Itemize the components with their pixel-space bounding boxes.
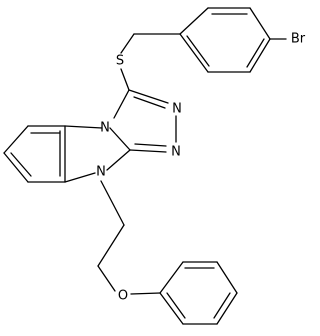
bond bbox=[130, 292, 161, 295]
bond bbox=[120, 33, 135, 54]
bond bbox=[159, 261, 184, 294]
bond bbox=[10, 152, 32, 177]
bond bbox=[97, 265, 116, 292]
bond bbox=[249, 7, 271, 40]
atom-label-n: N bbox=[171, 145, 181, 160]
bond bbox=[129, 149, 167, 153]
bond bbox=[159, 292, 184, 325]
atom-label-n: N bbox=[100, 121, 110, 136]
bond bbox=[179, 7, 209, 35]
bond bbox=[100, 180, 125, 226]
bond bbox=[246, 38, 265, 68]
atom-label-s: S bbox=[116, 54, 124, 69]
bond bbox=[216, 292, 238, 325]
bond bbox=[128, 89, 169, 104]
bond bbox=[109, 127, 131, 151]
bond bbox=[64, 172, 96, 183]
bond bbox=[134, 143, 167, 147]
atom-label-o: O bbox=[118, 289, 128, 304]
bond bbox=[120, 68, 130, 91]
atom-label-n: N bbox=[172, 102, 182, 117]
bond bbox=[249, 38, 271, 73]
atom-label-br: Br bbox=[291, 32, 306, 47]
atom-labels: Br S N N N N O bbox=[96, 32, 306, 304]
bond bbox=[186, 35, 210, 67]
bond bbox=[113, 89, 130, 119]
bond-lines bbox=[3, 7, 287, 325]
bond bbox=[3, 152, 29, 183]
bond bbox=[216, 261, 238, 294]
bond bbox=[64, 125, 103, 129]
atom-label-n: N bbox=[96, 165, 106, 180]
bond bbox=[179, 33, 209, 73]
bond bbox=[213, 292, 231, 319]
bond bbox=[133, 96, 166, 109]
bond bbox=[3, 125, 29, 154]
bond bbox=[106, 149, 131, 171]
molecule-structure: Br S N N N N O bbox=[3, 7, 306, 325]
bond bbox=[97, 224, 125, 267]
bond bbox=[166, 292, 186, 319]
